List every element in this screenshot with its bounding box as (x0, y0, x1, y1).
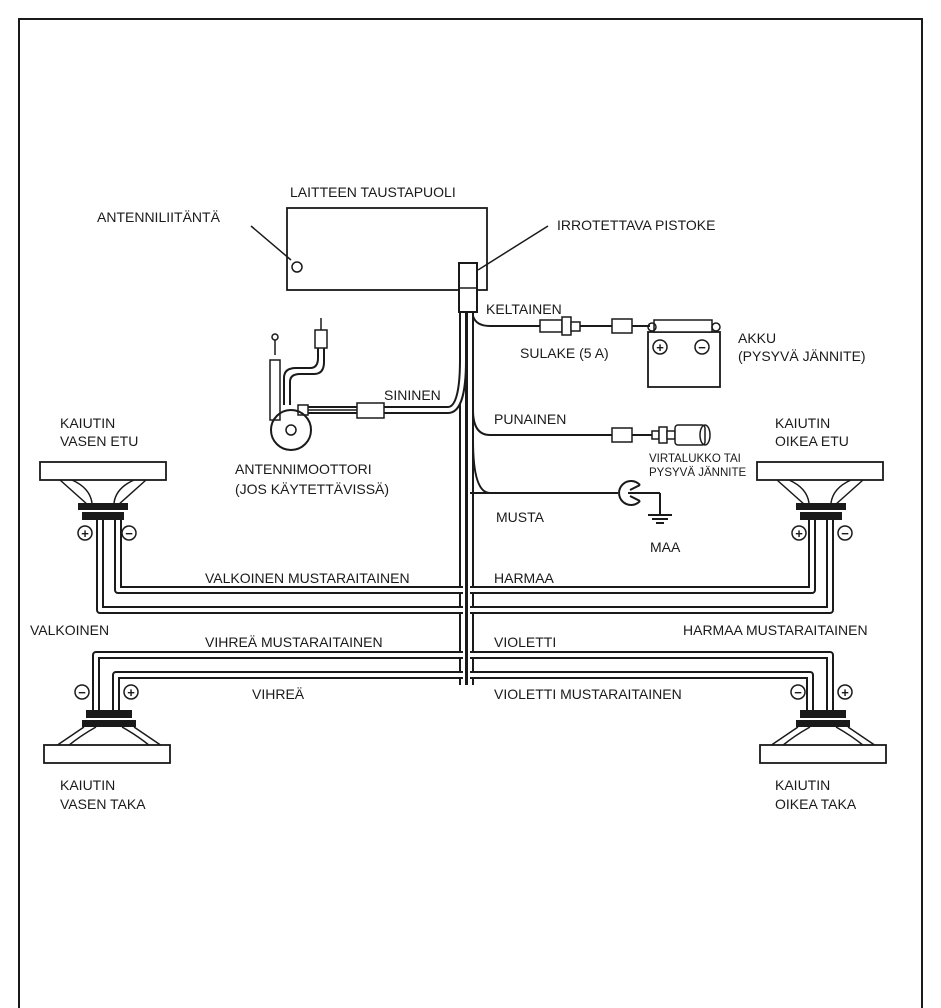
black-wire (472, 439, 618, 494)
power-wires (470, 315, 652, 494)
violet-label: VIOLETTI (494, 634, 556, 650)
battery-label-1: AKKU (738, 330, 776, 346)
gray-black-wire (470, 520, 834, 614)
green-black-wire (92, 651, 463, 712)
red-wire (472, 409, 612, 436)
yellow-label: KELTAINEN (486, 301, 562, 317)
spk-lr-label-2: VASEN TAKA (60, 796, 146, 812)
blue-label: SININEN (384, 387, 441, 403)
rr-minus-sign: − (794, 685, 802, 700)
battery-label-2: (PYSYVÄ JÄNNITE) (738, 348, 866, 364)
battery-plus-sign: + (656, 340, 664, 355)
red-label: PUNAINEN (494, 411, 566, 427)
speaker-right-front-icon: + − (756, 461, 884, 541)
fuse-icon (539, 316, 633, 336)
spk-rr-label-1: KAIUTIN (775, 777, 830, 793)
rr-plus-sign: + (841, 685, 849, 700)
gray-label: HARMAA (494, 570, 555, 586)
lf-plus-sign: + (81, 526, 89, 541)
spk-rf-label-2: OIKEA ETU (775, 433, 849, 449)
harness-wires (92, 310, 834, 712)
rf-plus-sign: + (795, 526, 803, 541)
antenna-jack-leader (250, 225, 292, 261)
ignition-label-1: VIRTALUKKO TAI (649, 453, 741, 465)
lf-minus-sign: − (125, 526, 133, 541)
plug-label: IRROTETTAVA PISTOKE (557, 217, 715, 233)
white-black-label: VALKOINEN MUSTARAITAINEN (205, 570, 410, 586)
antenna-jack-label: ANTENNILIITÄNTÄ (97, 209, 221, 225)
antenna-motor-icon (269, 318, 385, 451)
labels: LAITTEEN TAUSTAPUOLI ANTENNILIITÄNTÄ IRR… (30, 184, 868, 812)
battery-icon: + − (647, 319, 721, 388)
gray-black-label: HARMAA MUSTARAITAINEN (683, 622, 868, 638)
fuse-label: SULAKE (5 A) (520, 345, 609, 361)
spk-lr-label-1: KAIUTIN (60, 777, 115, 793)
antenna-motor-label-1: ANTENNIMOOTTORI (235, 461, 372, 477)
spk-rr-label-2: OIKEA TAKA (775, 796, 857, 812)
violet-wire (470, 651, 834, 712)
lr-minus-sign: − (78, 685, 86, 700)
speaker-left-front-icon: + − (39, 461, 167, 541)
yellow-wire (472, 315, 540, 327)
lr-plus-sign: + (127, 685, 135, 700)
antenna-jack-icon (291, 261, 303, 273)
green-black-label: VIHREÄ MUSTARAITAINEN (205, 634, 383, 650)
plug-leader (477, 225, 549, 271)
rf-minus-sign: − (841, 526, 849, 541)
violet-black-label: VIOLETTI MUSTARAITAINEN (494, 686, 682, 702)
battery-minus-sign: − (698, 340, 706, 355)
black-label: MUSTA (496, 509, 545, 525)
ground-icon (618, 480, 672, 524)
white-label: VALKOINEN (30, 622, 109, 638)
speaker-left-rear-icon: − + (43, 684, 171, 764)
unit-back-label: LAITTEEN TAUSTAPUOLI (290, 184, 456, 200)
unit-back-panel (286, 207, 488, 291)
antenna-motor-label-2: (JOS KÄYTETTÄVISSÄ) (235, 481, 389, 497)
ignition-connector-icon (611, 424, 711, 446)
spk-rf-label-1: KAIUTIN (775, 415, 830, 431)
green-label: VIHREÄ (252, 686, 305, 702)
spk-lf-label-1: KAIUTIN (60, 415, 115, 431)
white-wire (96, 520, 463, 614)
ground-label: MAA (650, 539, 681, 555)
ignition-label-2: PYSYVÄ JÄNNITE (649, 467, 746, 479)
spk-lf-label-2: VASEN ETU (60, 433, 138, 449)
page-frame (18, 18, 923, 1008)
speaker-right-rear-icon: − + (759, 684, 887, 764)
